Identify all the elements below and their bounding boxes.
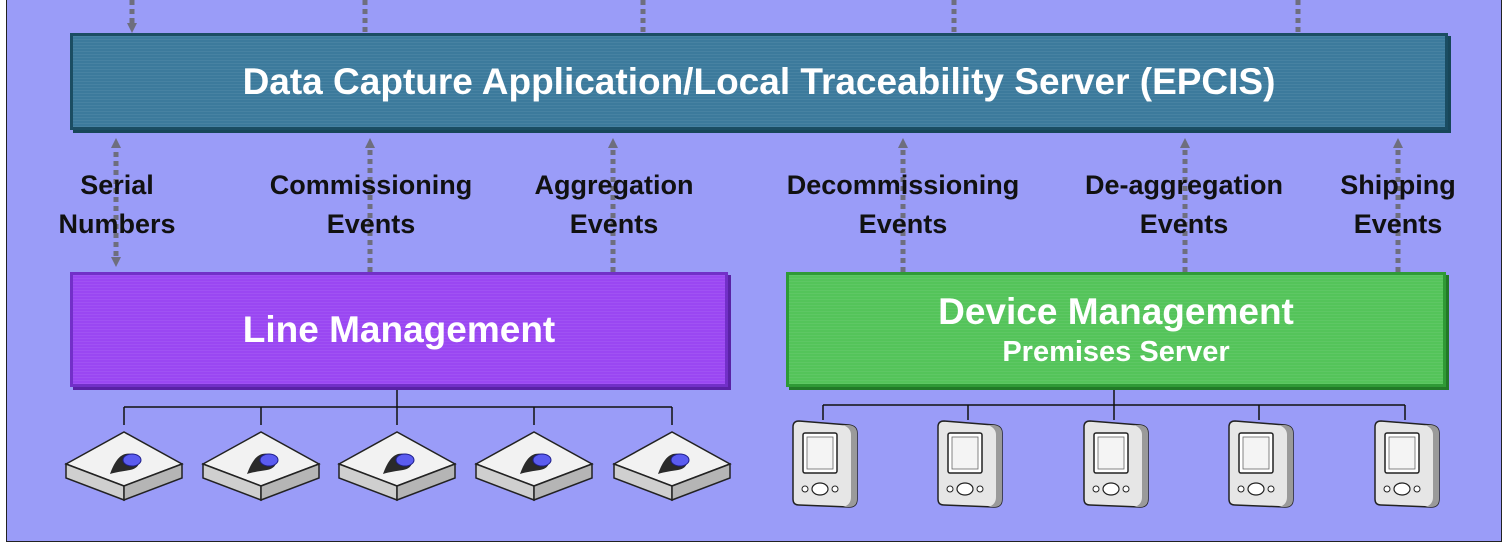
event-label-line1: Decommissioning bbox=[786, 170, 1020, 200]
event-label-line1: De-aggregation bbox=[1084, 170, 1284, 200]
reader-icon bbox=[612, 431, 732, 502]
line-management-title: Line Management bbox=[242, 308, 556, 350]
epcis-server-box: Data Capture Application/Local Traceabil… bbox=[70, 33, 1448, 130]
event-label-line2: Numbers bbox=[58, 209, 176, 239]
event-label-line1: Aggregation bbox=[534, 170, 694, 200]
event-label-line1: Commissioning bbox=[269, 170, 473, 200]
handheld-device-icon bbox=[1228, 420, 1294, 508]
handheld-device-icon bbox=[792, 420, 858, 508]
reader-icon bbox=[337, 431, 457, 502]
event-label-line2: Events bbox=[1139, 209, 1229, 239]
event-label-line1: Shipping bbox=[1340, 170, 1456, 200]
event-label-line1: Serial bbox=[80, 170, 154, 200]
event-label-decommissioning: Decommissioning Events bbox=[783, 166, 1023, 244]
reader-icon bbox=[201, 431, 321, 502]
event-label-line2: Events bbox=[326, 209, 416, 239]
event-label-aggregation: Aggregation Events bbox=[494, 166, 734, 244]
line-bus bbox=[123, 387, 673, 425]
handheld-device-icon bbox=[1374, 420, 1440, 508]
event-label-line2: Events bbox=[1353, 209, 1443, 239]
event-label-de-aggregation: De-aggregation Events bbox=[1064, 166, 1304, 244]
handheld-device-icon bbox=[937, 420, 1003, 508]
top-stubs bbox=[127, 0, 1301, 33]
event-label-shipping: Shipping Events bbox=[1278, 166, 1512, 244]
event-label-commissioning: Commissioning Events bbox=[251, 166, 491, 244]
event-label-serial-numbers: Serial Numbers bbox=[0, 166, 237, 244]
event-label-line2: Events bbox=[858, 209, 948, 239]
device-management-title: Device Management bbox=[938, 290, 1294, 332]
device-management-subtitle: Premises Server bbox=[1002, 335, 1230, 368]
reader-icon bbox=[474, 431, 594, 502]
handheld-device-icon bbox=[1083, 420, 1149, 508]
device-bus bbox=[822, 387, 1406, 420]
device-management-box: Device Management Premises Server bbox=[786, 272, 1446, 387]
epcis-server-title: Data Capture Application/Local Traceabil… bbox=[242, 60, 1276, 102]
reader-icon bbox=[64, 431, 184, 502]
line-management-box: Line Management bbox=[70, 272, 728, 387]
event-label-line2: Events bbox=[569, 209, 659, 239]
